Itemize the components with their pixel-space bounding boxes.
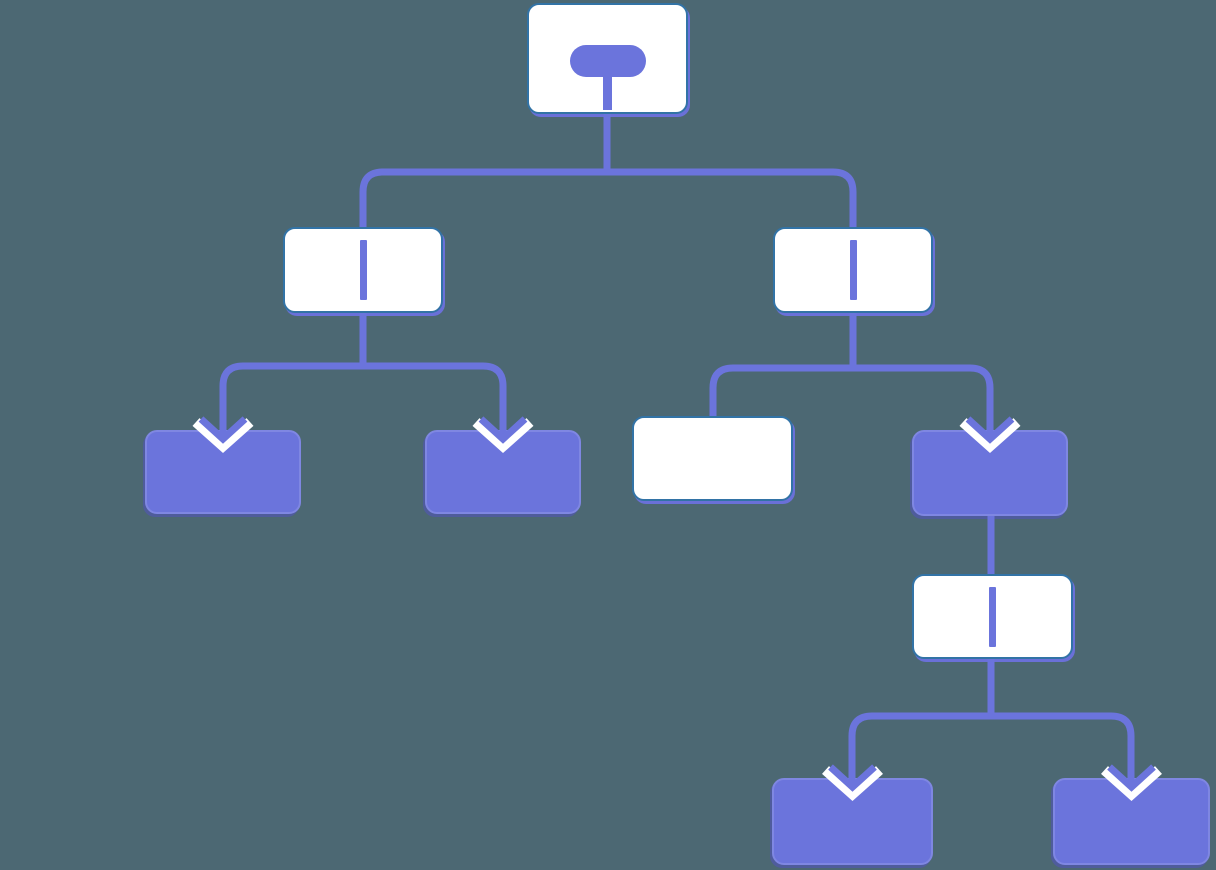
pass-through-bar-icon [359, 240, 367, 300]
connector-line [219, 362, 507, 436]
tree-node-branch-a[interactable] [283, 227, 443, 313]
tree-node-leaf-c2[interactable] [1053, 778, 1210, 865]
collapse-chevron-icon[interactable] [198, 416, 248, 444]
tree-node-plain-b1[interactable] [632, 416, 793, 501]
collapse-chevron-icon[interactable] [1107, 764, 1156, 792]
collapse-chevron-icon[interactable] [1101, 766, 1162, 802]
pass-through-bar-icon [989, 586, 996, 647]
collapse-chevron-icon[interactable] [478, 416, 528, 444]
tree-node-branch-b[interactable] [773, 227, 933, 313]
collapse-chevron-icon[interactable] [472, 418, 534, 454]
tree-node-leaf-c1[interactable] [772, 778, 933, 865]
tree-node-root[interactable] [527, 3, 688, 114]
pass-through-bar-icon [849, 240, 857, 300]
connector-line [359, 168, 857, 227]
collapse-chevron-icon[interactable] [828, 764, 877, 792]
collapse-chevron-icon[interactable] [822, 766, 883, 802]
root-stem-icon [603, 77, 612, 110]
tree-node-branch-c[interactable] [912, 574, 1073, 659]
collapse-chevron-icon[interactable] [192, 418, 254, 454]
root-pill-icon [569, 45, 646, 77]
connector-line [709, 364, 994, 436]
connector-line [848, 712, 1135, 784]
collapse-chevron-icon[interactable] [965, 416, 1015, 444]
collapse-chevron-icon[interactable] [959, 418, 1021, 454]
